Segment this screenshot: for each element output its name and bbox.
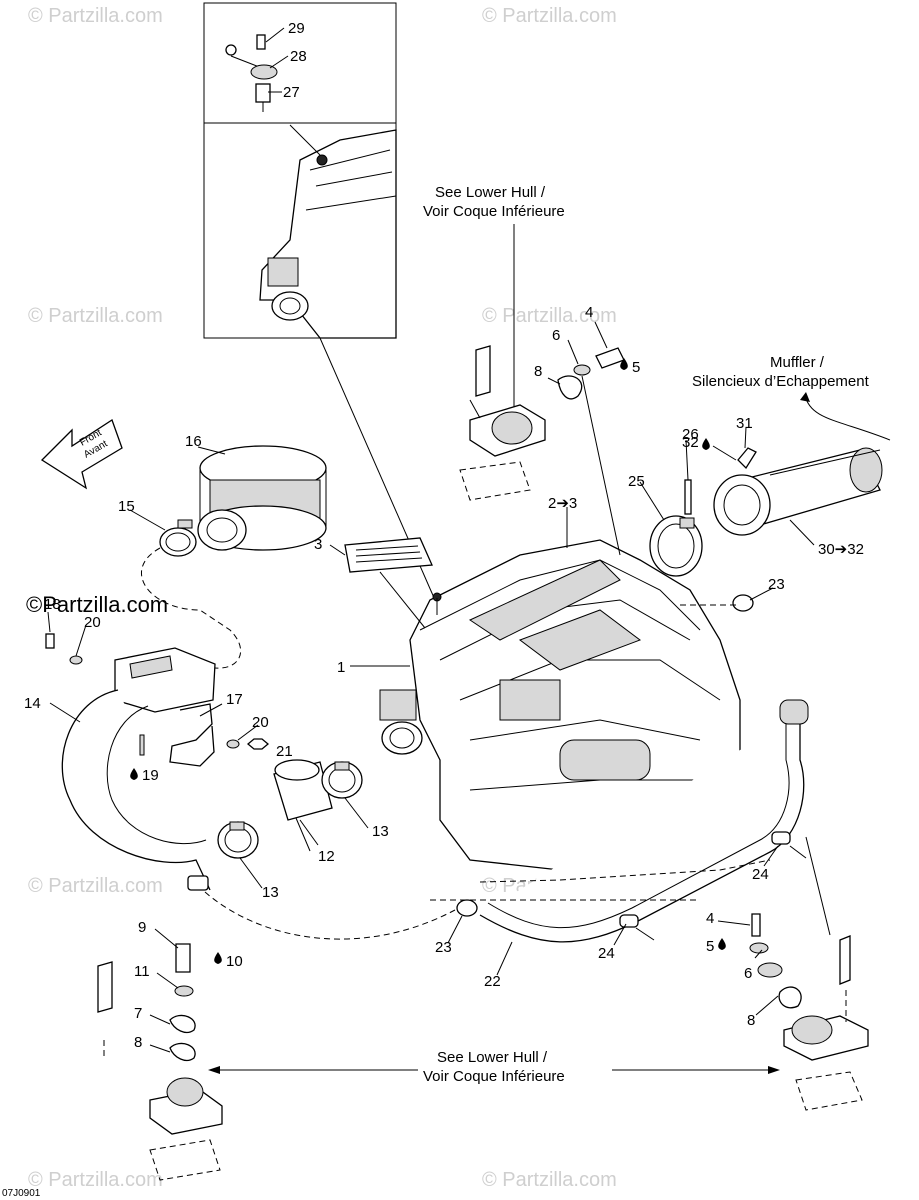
callout-3: 3 xyxy=(314,536,322,553)
callout-7: 7 xyxy=(134,1005,142,1022)
callout-labels: 29 28 27 4 6 8 5 16 15 3 2➔3 31 32 26 25… xyxy=(24,20,864,1051)
clamp-part-13b xyxy=(217,821,259,859)
oil-drop-icon xyxy=(620,358,628,370)
clamp-part-23a xyxy=(456,899,478,917)
engine-mount-right xyxy=(783,935,869,1111)
callout-24: 24 xyxy=(598,945,615,962)
clamp-part-15 xyxy=(159,519,197,557)
watermark: © Partzilla.com xyxy=(482,5,617,27)
callout-1: 1 xyxy=(337,659,345,676)
callout-13: 13 xyxy=(372,823,389,840)
callout-19: 19 xyxy=(142,767,159,784)
mount-hardware-right xyxy=(557,347,802,1009)
clamp-part-23b xyxy=(732,594,754,612)
callout-17: 17 xyxy=(226,691,243,708)
clip-part-24a xyxy=(771,831,807,859)
hose-part-22 xyxy=(479,699,809,943)
bracket-part-17 xyxy=(139,703,215,767)
watermark: © Partzilla.com xyxy=(28,305,163,327)
callout-22: 22 xyxy=(484,973,501,990)
filter-part-16 xyxy=(197,445,327,551)
callout-28: 28 xyxy=(290,48,307,65)
diagram-code: 07J0901 xyxy=(2,1188,41,1199)
callout-11: 11 xyxy=(134,963,150,980)
note-line: Voir Coque Inférieure xyxy=(423,203,565,220)
leader-lines xyxy=(47,321,831,1053)
pipe-part-14 xyxy=(61,647,216,891)
callout-16: 16 xyxy=(185,433,202,450)
callout-8: 8 xyxy=(747,1012,755,1029)
engine-block xyxy=(379,539,741,871)
callout-23: 23 xyxy=(435,939,452,956)
note-line: Voir Coque Inférieure xyxy=(423,1068,565,1085)
callout-9: 9 xyxy=(138,919,146,936)
callout-15: 15 xyxy=(118,498,135,515)
callout-23: 23 xyxy=(768,576,785,593)
callout-30-32: 30➔32 xyxy=(818,541,864,558)
callout-4: 4 xyxy=(585,304,593,321)
note-line: Silencieux d’Echappement xyxy=(692,373,870,390)
callout-26: 26 xyxy=(682,426,699,443)
front-arrow-icon: Front Avant xyxy=(40,419,123,490)
callout-8: 8 xyxy=(534,363,542,380)
callout-29: 29 xyxy=(288,20,305,37)
callout-31: 31 xyxy=(736,415,753,432)
note-line: Muffler / xyxy=(770,354,825,371)
callout-5: 5 xyxy=(706,938,714,955)
callout-5: 5 xyxy=(632,359,640,376)
callout-20: 20 xyxy=(252,714,269,731)
callout-6: 6 xyxy=(744,965,752,982)
oil-drop-icons xyxy=(130,358,726,964)
callout-20: 20 xyxy=(84,614,101,631)
oil-drop-icon xyxy=(702,438,710,450)
oil-drop-icon xyxy=(718,938,726,950)
callout-13: 13 xyxy=(262,884,279,901)
callout-25: 25 xyxy=(628,473,645,490)
lower-hull-note-bottom: See Lower Hull / Voir Coque Inférieure xyxy=(208,1049,780,1085)
clamp-part-13a xyxy=(321,761,363,799)
callout-18: 18 xyxy=(44,596,61,613)
engine-mount-left xyxy=(97,943,223,1181)
callout-8: 8 xyxy=(134,1034,142,1051)
decal-part-3 xyxy=(344,537,433,629)
callout-12: 12 xyxy=(318,848,335,865)
clamp-part-25 xyxy=(649,515,703,577)
callout-2-3: 2➔3 xyxy=(548,495,577,512)
watermark: © Partzilla.com xyxy=(482,1169,617,1191)
watermark: © Partzilla.com xyxy=(28,1169,163,1191)
lower-hull-note-top: See Lower Hull / Voir Coque Inférieure xyxy=(423,184,565,420)
callout-14: 14 xyxy=(24,695,41,712)
note-line: See Lower Hull / xyxy=(437,1049,548,1066)
watermarks: © Partzilla.com © Partzilla.com © Partzi… xyxy=(26,5,617,1191)
bolt-part-26 xyxy=(684,479,692,515)
watermark: © Partzilla.com xyxy=(28,5,163,27)
callout-24: 24 xyxy=(752,866,769,883)
inset-detail-box xyxy=(203,2,397,339)
watermark: © Partzilla.com xyxy=(482,305,617,327)
callout-10: 10 xyxy=(226,953,243,970)
callout-6: 6 xyxy=(552,327,560,344)
oil-drop-icon xyxy=(130,768,138,780)
oil-drop-icon xyxy=(214,952,222,964)
watermark-dark: ©Partzilla.com xyxy=(26,592,168,617)
watermark: © Partzilla.com xyxy=(28,875,163,897)
muffler-part-30 xyxy=(713,447,883,536)
callout-4: 4 xyxy=(706,910,714,927)
callout-27: 27 xyxy=(283,84,300,101)
clip-part-24b xyxy=(619,914,655,941)
routing-lines xyxy=(141,547,771,940)
engine-mount-top xyxy=(459,345,546,501)
muffler-note: Muffler / Silencieux d’Echappement xyxy=(692,354,891,441)
note-line: See Lower Hull / xyxy=(435,184,546,201)
sleeve-part-12 xyxy=(273,759,333,846)
callout-21: 21 xyxy=(276,743,293,760)
fitting-part-31 xyxy=(737,447,757,470)
hardware-bolts-left xyxy=(45,633,270,750)
callout-32: 32 xyxy=(682,434,699,451)
